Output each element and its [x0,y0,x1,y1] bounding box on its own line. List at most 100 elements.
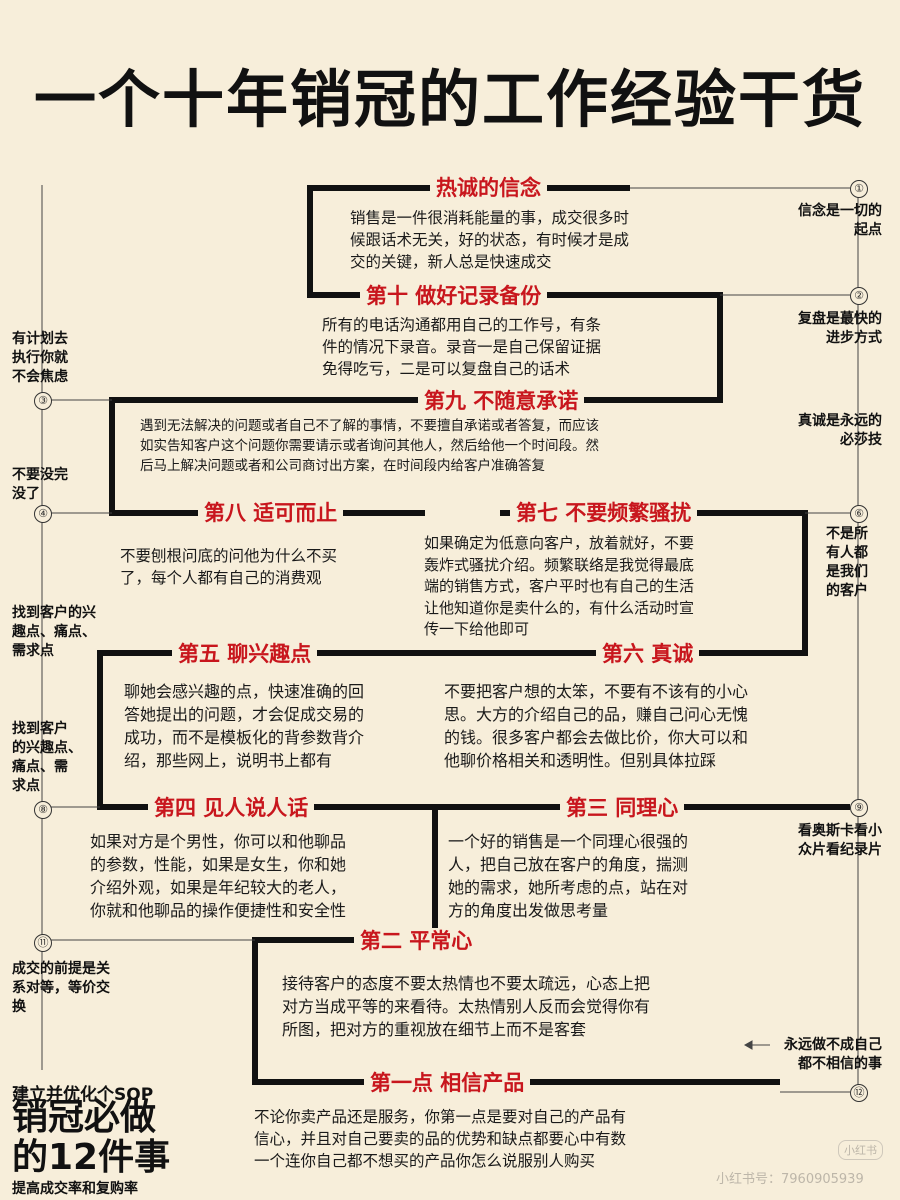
note-line: 的客户 [826,583,868,599]
note-line: 执行你就 [12,350,68,366]
section-title-9: 第九 不随意承诺 [418,388,585,414]
note-line: 不会焦虑 [12,369,68,385]
left-note-interest-1: 找到客户的兴 趣点、痛点、 需求点 [12,604,96,661]
body-line: 销售是一件很消耗能量的事，成交很多时 [350,209,630,227]
body-line: 了，每个人都有自己的消费观 [120,569,322,587]
body-line: 免得吃亏，二是可以复盘自己的话术 [322,360,571,378]
body-line: 让他知道你是卖什么的，有什么活动时宣 [424,598,695,617]
step-number-4: ④ [34,505,52,523]
body-line: 方的角度出发做思考量 [448,901,609,920]
section-title-3: 第三 同理心 [560,795,685,821]
note-line: 系对等，等价交 [12,980,110,996]
section-body-8: 不要刨根问底的问他为什么不买 了，每个人都有自己的消费观 [120,545,337,589]
note-line: 换 [12,999,26,1015]
step-number-2: ② [850,287,868,305]
step-number-9: ⑨ [850,799,868,817]
body-line: 所有的电话沟通都用自己的工作号，有条 [322,316,602,334]
section-title-2: 第二 平常心 [354,928,479,954]
section-title-first: 第一点 相信产品 [364,1070,531,1096]
body-line: 信心，并且对自己要卖的品的优势和缺点都要心中有数 [254,1130,627,1148]
note-line: 都不相信的事 [798,1056,882,1072]
section-title-7: 第七 不要频繁骚扰 [510,500,698,526]
note-line: 求点 [12,778,40,794]
section-body-5: 聊她会感兴趣的点，快速准确的回 答她提出的问题，才会促成交易的 成功，而不是模板… [124,680,364,772]
note-line: 痛点、需 [12,759,68,775]
left-note-interest-2: 找到客户 的兴趣点、 痛点、需 求点 [12,720,82,796]
body-line: 不要把客户想的太笨，不要有不该有的小心 [444,682,749,701]
note-line: 找到客户的兴 [12,605,96,621]
body-line: 交的关键，新人总是快速成交 [350,253,552,271]
body-line: 件的情况下录音。录音一是自己保留证据 [322,338,602,356]
note-line: 众片看纪录片 [798,842,882,858]
body-line: 聊她会感兴趣的点，快速准确的回 [124,682,365,701]
body-line: 一个好的销售是一个同理心很强的 [448,832,689,851]
body-line: 的参数，性能，如果是女生，你和她 [90,855,347,874]
body-line: 你就和他聊品的操作便捷性和安全性 [90,901,347,920]
section-body-1: 销售是一件很消耗能量的事，成交很多时 候跟话术无关，好的状态，有时候才是成 交的… [350,207,629,273]
body-line: 候跟话术无关，好的状态，有时候才是成 [350,231,630,249]
step-number-11: ⑪ [34,934,52,952]
note-line: 复盘是蕞快的 [798,311,882,327]
body-line: 她的需求，她所考虑的点，站在对 [448,878,689,897]
body-line: 如实告知客户这个问题你需要请示或者询问其他人，然后给他一个时间段。然 [140,438,599,454]
note-line: 信念是一切的 [798,203,882,219]
note-line: 看奥斯卡看小 [798,823,882,839]
body-line: 传一下给他即可 [424,620,530,638]
section-body-4: 如果对方是个男性，你可以和他聊品 的参数，性能，如果是女生，你和她 介绍外观，如… [90,830,346,922]
body-line: 人，把自己放在客户的角度，揣测 [448,855,689,874]
body-line: 后马上解决问题或者和公司商讨出方案，在时间段内给客户准确答复 [140,458,545,474]
step-number-1: ① [850,180,868,198]
sop-headline-1: 销冠必做 [12,1097,157,1138]
body-line: 如果确定为低意向客户，放着就好，不要 [424,534,695,552]
section-title-8: 第八 适可而止 [198,500,344,526]
section-body-first: 不论你卖产品还是服务，你第一点是要对自己的产品有 信心，并且对自己要卖的品的优势… [254,1106,626,1172]
right-note-2: 复盘是蕞快的 进步方式 [782,310,882,348]
body-line: 成功，而不是模板化的背参数背介 [124,728,365,747]
section-body-6: 不要把客户想的太笨，不要有不该有的小心 思。大方的介绍自己的品，赚自己问心无愧 … [444,680,748,772]
section-title-10: 第十 做好记录备份 [360,283,548,309]
body-line: 他聊价格相关和透明性。但别具体拉踩 [444,751,717,770]
path-segment [109,185,723,516]
section-title-1: 热诚的信念 [430,175,547,201]
note-line: 真诚是永远的 [798,413,882,429]
section-body-7: 如果确定为低意向客户，放着就好，不要 轰炸式骚扰介绍。频繁联络是我觉得最底 端的… [424,533,694,641]
body-line: 如果对方是个男性，你可以和他聊品 [90,832,347,851]
section-body-9: 遇到无法解决的问题或者自己不了解的事情，不要擅自承诺或者答复，而应该 如实告知客… [140,416,599,476]
sop-subtitle: 建立并优化个SOP [12,1085,154,1105]
note-line: 起点 [854,222,882,238]
note-line: 有人都 [826,545,868,561]
section-body-3: 一个好的销售是一个同理心很强的 人，把自己放在客户的角度，揣测 她的需求，她所考… [448,830,688,922]
note-line: 不是所 [826,526,868,542]
body-line: 不要刨根问底的问他为什么不买 [120,547,338,565]
right-note-9: 看奥斯卡看小 众片看纪录片 [780,822,882,860]
note-line: 成交的前提是关 [12,961,110,977]
section-body-10: 所有的电话沟通都用自己的工作号，有条 件的情况下录音。录音一是自己保留证据 免得… [322,314,601,380]
body-line: 不论你卖产品还是服务，你第一点是要对自己的产品有 [254,1108,627,1126]
body-line: 所图，把对方的重视放在细节上而不是客套 [282,1020,587,1039]
section-body-2: 接待客户的态度不要太热情也不要太疏远，心态上把 对方当成平等的来看待。太热情别人… [282,972,650,1041]
body-line: 的钱。很多客户都会去做比价，你大可以和 [444,728,749,747]
note-line: 永远做不成自己 [784,1037,882,1053]
body-line: 轰炸式骚扰介绍。频繁联络是我觉得最底 [424,555,695,574]
body-line: 端的销售方式，客户平时也有自己的生活 [424,577,695,595]
body-line: 遇到无法解决的问题或者自己不了解的事情，不要擅自承诺或者答复，而应该 [140,418,599,434]
note-line: 的兴趣点、 [12,740,82,756]
right-note-11: 永远做不成自己 都不相信的事 [762,1036,882,1074]
section-title-4: 第四 见人说人话 [148,795,315,821]
right-note-1: 信念是一切的 起点 [782,202,882,240]
note-line: 不要没完 [12,467,68,483]
note-line: 必莎技 [840,432,882,448]
section-title-6: 第六 真诚 [596,641,700,667]
step-number-8: ⑧ [34,801,52,819]
step-number-6: ⑥ [850,505,868,523]
body-line: 接待客户的态度不要太热情也不要太疏远，心态上把 [282,974,651,993]
section-title-5: 第五 聊兴趣点 [172,641,318,667]
left-note-stop: 不要没完 没了 [12,466,68,504]
arrow-head [743,1040,753,1050]
note-line: 没了 [12,486,40,502]
step-number-12: ⑫ [850,1084,868,1102]
step-number-3: ③ [34,392,52,410]
note-line: 找到客户 [12,721,68,737]
body-line: 绍，那些网上，说明书上都有 [124,751,333,770]
left-note-equal: 成交的前提是关 系对等，等价交 换 [12,960,110,1017]
